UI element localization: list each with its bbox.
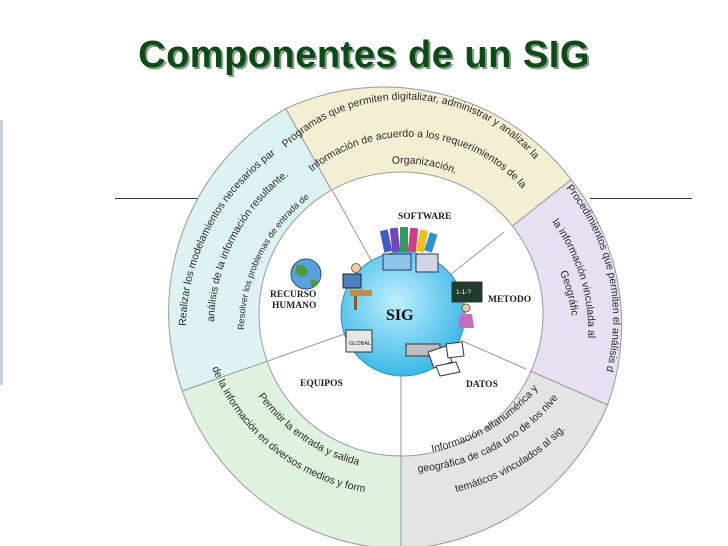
sig-label: SIG	[386, 307, 414, 324]
label-datos: DATOS	[466, 380, 498, 390]
globe-icon	[290, 258, 322, 290]
human-resource-icon	[342, 263, 372, 310]
left-edge-bar	[0, 120, 3, 385]
label-metodo: METODO	[488, 295, 531, 305]
board-caption: 1-1-?	[456, 289, 472, 296]
label-recurso: RECURSO	[270, 290, 316, 300]
page-title: Componentes de un SIG	[138, 34, 590, 76]
left-divider-line	[115, 198, 225, 199]
equipment-caption: GLOBAL	[349, 341, 371, 347]
software-books-icon	[379, 227, 439, 273]
right-divider-line	[590, 198, 692, 199]
label-humano: HUMANO	[272, 301, 316, 311]
teacher-board-icon: 1-1-?	[451, 281, 483, 328]
data-papers-icon	[427, 341, 465, 377]
label-equipos: EQUIPOS	[300, 379, 343, 389]
label-software: SOFTWARE	[398, 212, 451, 222]
